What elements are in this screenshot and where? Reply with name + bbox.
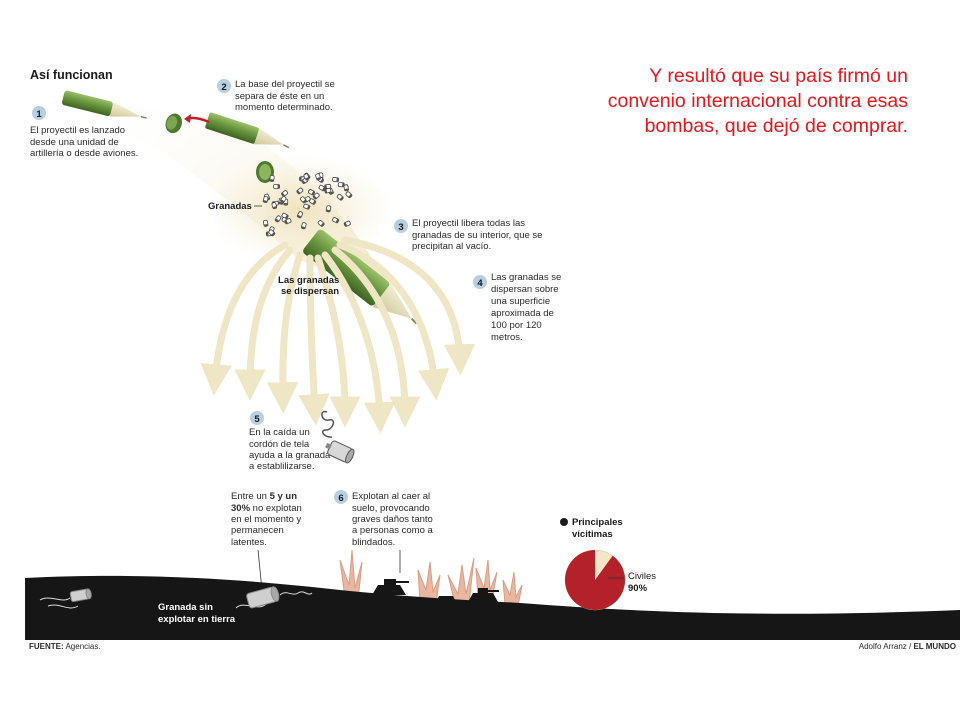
step-number: 6 xyxy=(338,493,343,504)
step-badge xyxy=(394,219,408,233)
infographic-title: Así funcionan xyxy=(30,68,113,82)
grenade-capsule xyxy=(284,218,292,225)
step-badge xyxy=(217,79,231,93)
grenade-capsule xyxy=(345,191,353,199)
step-4: 4 Las granadas se dispersan sobre una su… xyxy=(473,272,564,343)
grenade-capsule xyxy=(324,183,332,190)
dispersion-arrows xyxy=(200,236,476,434)
grenade-capsule xyxy=(281,190,288,197)
grenade-capsule xyxy=(273,184,281,189)
dispersion-arrow xyxy=(321,251,396,434)
step-number: 2 xyxy=(221,82,226,93)
overlay-caption: Y resultó que su país firmó un convenio … xyxy=(488,64,908,139)
dispersion-arrow xyxy=(336,241,450,401)
grenade-capsule xyxy=(337,182,345,188)
pie-title-bullet xyxy=(560,518,568,526)
grenade-capsule xyxy=(262,196,269,203)
tank-silhouettes xyxy=(372,579,499,604)
grenade-capsule xyxy=(332,217,340,224)
grenade-capsule xyxy=(343,184,349,192)
grenade-capsule xyxy=(263,219,269,227)
shell-base xyxy=(165,113,182,134)
step-text: El proyectil libera todas las granadas d… xyxy=(412,218,545,252)
step-1: 1 El proyectil es lanzado desde una unid… xyxy=(30,106,138,159)
grenade-capsule xyxy=(296,187,304,195)
step-text: Explotan al caer al suelo, provocando gr… xyxy=(352,491,435,548)
ground-unexploded-grenades xyxy=(39,586,313,609)
pie-title: Principales vícitimas xyxy=(572,517,625,540)
shell-launched xyxy=(62,90,147,119)
step-text: La base del proyectil se separa de éste … xyxy=(235,79,337,113)
victims-pie-section: Principales vícitimas Civiles 90% xyxy=(560,517,656,611)
step-number: 1 xyxy=(36,109,42,120)
step-badge xyxy=(334,490,348,504)
step-text: Las granadas se dispersan sobre una supe… xyxy=(491,272,564,343)
pie-slice-civiles xyxy=(565,550,626,611)
dispersion-arrow xyxy=(266,251,304,414)
grenades-cluster xyxy=(262,172,353,237)
footer-credit: Adolfo Arranz / EL MUNDO xyxy=(859,642,956,651)
dispersion-arrow xyxy=(341,236,476,376)
step-number: 3 xyxy=(398,222,403,233)
grenade-capsule xyxy=(309,198,317,205)
grenade-capsule xyxy=(336,193,344,201)
caption-line: bombas, que dejó de comprar. xyxy=(644,115,908,137)
step-text: En la caída un cordón de tela ayuda a la… xyxy=(249,427,333,472)
pie-label: Civiles xyxy=(628,571,656,582)
grenade-capsule xyxy=(268,229,276,237)
dispersion-arrow xyxy=(200,241,289,396)
label-dispersan: Las granadas se dispersan xyxy=(278,275,342,297)
ground-label: Granada sin explotar en tierra xyxy=(158,602,236,625)
grenade-capsule xyxy=(274,215,282,223)
grenade-capsule xyxy=(303,173,310,181)
latent-note: Entre un 5 y un 30% no explotan en el mo… xyxy=(231,491,304,548)
label-granadas: Granadas xyxy=(208,201,252,212)
grenade-capsule xyxy=(332,177,340,183)
caption-line: convenio internacional contra esas xyxy=(607,90,908,112)
grenade-capsule xyxy=(325,205,332,213)
grenade-capsule xyxy=(269,174,275,182)
step-badge xyxy=(32,106,46,120)
step-text: El proyectil es lanzado desde una unidad… xyxy=(30,125,138,159)
empty-shell-ring xyxy=(256,161,274,183)
step-number: 5 xyxy=(254,414,260,425)
dispersion-arrow xyxy=(234,246,294,401)
grenade-capsule xyxy=(279,195,287,204)
grenade-capsule xyxy=(296,211,304,219)
step-6: 6 Explotan al caer al suelo, provocando … xyxy=(334,490,435,548)
pie-value: 90% xyxy=(628,583,648,594)
separation-arrow-head xyxy=(184,114,191,123)
footer-source: FUENTE: Agencias. xyxy=(29,642,101,651)
grenade-capsule xyxy=(308,189,316,196)
grenade-capsule xyxy=(315,173,321,181)
step-badge xyxy=(473,275,487,289)
grenade-capsule xyxy=(301,222,307,230)
dispersion-arrow xyxy=(331,246,421,428)
step-number: 4 xyxy=(477,278,483,289)
dispersion-arrow xyxy=(314,254,361,428)
dispersion-arrow xyxy=(298,254,330,426)
grenade-capsule xyxy=(324,187,332,194)
grenade-capsule xyxy=(271,202,278,210)
grenade-capsule xyxy=(300,196,307,204)
step-badge xyxy=(250,411,264,425)
grenade-capsule xyxy=(312,192,320,200)
caption-line: Y resultó que su país firmó un xyxy=(649,65,908,87)
shell-separating xyxy=(205,112,290,149)
grenade-capsule xyxy=(343,220,351,227)
grenade-capsule xyxy=(317,220,325,227)
step-3: 3 El proyectil libera todas las granadas… xyxy=(394,218,545,252)
falling-grenade xyxy=(321,410,355,464)
grenade-capsule xyxy=(303,203,311,210)
step-5: 5 En la caída un cordón de tela ayuda a … xyxy=(249,411,333,472)
step-2: 2 La base del proyectil se separa de ést… xyxy=(217,79,337,113)
